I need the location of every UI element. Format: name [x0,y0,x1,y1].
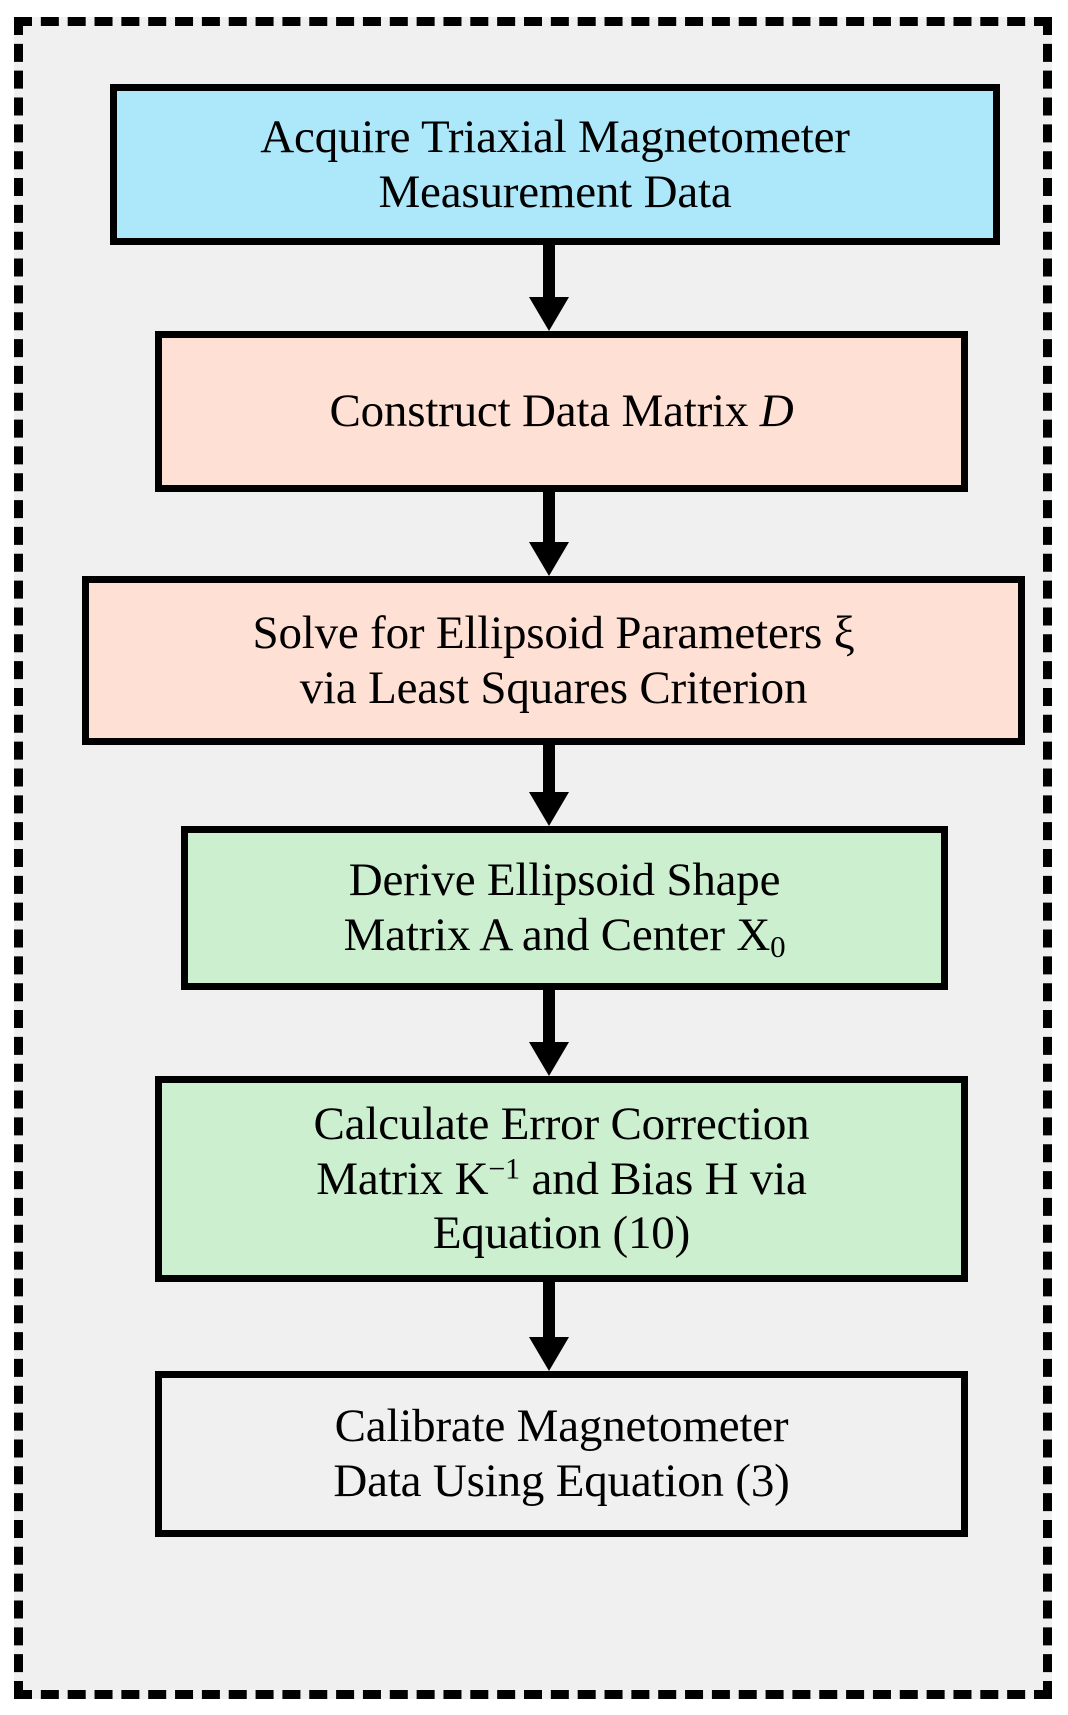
flow-node-calculate-correction-matrix[interactable]: Calculate Error Correction Matrix K−1 an… [155,1076,968,1282]
derive-line-1: Derive Ellipsoid Shape [348,854,781,907]
edge-acquire-to-construct [529,245,569,331]
construct-text: Construct Data Matrix [329,385,760,437]
flow-node-acquire-label: Acquire Triaxial Magnetometer Measuremen… [117,110,993,220]
flow-node-calibrate-label: Calibrate Magnetometer Data Using Equati… [162,1399,961,1509]
arrow-shaft [543,990,555,1042]
calibrate-line-2: Data Using Equation (3) [333,1455,790,1507]
calculate-line-2-pre: Matrix K [316,1152,489,1205]
construct-matrix-symbol: D [759,385,794,437]
flow-node-derive-label: Derive Ellipsoid Shape Matrix A and Cent… [188,853,941,963]
flow-node-acquire-data[interactable]: Acquire Triaxial Magnetometer Measuremen… [110,84,1000,245]
solve-xi-symbol: ξ [833,606,855,659]
arrow-shaft [543,492,555,542]
arrow-head-down-icon [529,792,569,826]
acquire-line-2: Measurement Data [378,165,732,218]
calibrate-line-1: Calibrate Magnetometer [334,1400,789,1453]
calculate-inverse-superscript: −1 [488,1150,520,1185]
flow-node-construct-matrix[interactable]: Construct Data Matrix D [155,331,968,492]
flow-node-solve-label: Solve for Ellipsoid Parameters ξ via Lea… [89,606,1018,716]
calculate-line-1: Calculate Error Correction [313,1097,810,1150]
arrow-head-down-icon [529,1337,569,1371]
acquire-line-1: Acquire Triaxial Magnetometer [260,110,850,163]
derive-center-subscript: 0 [770,928,786,964]
arrow-shaft [543,1282,555,1337]
flow-node-solve-ellipsoid-parameters[interactable]: Solve for Ellipsoid Parameters ξ via Lea… [82,576,1025,745]
flow-node-calculate-label: Calculate Error Correction Matrix K−1 an… [162,1097,961,1262]
arrow-head-down-icon [529,1042,569,1076]
arrow-head-down-icon [529,297,569,331]
edge-solve-to-derive [529,745,569,826]
flow-node-construct-label: Construct Data Matrix D [162,384,961,439]
edge-calculate-to-calibrate [529,1282,569,1371]
calculate-line-3: Equation (10) [432,1207,691,1260]
solve-line-1-text: Solve for Ellipsoid Parameters [252,606,834,659]
derive-line-2-text: Matrix A and Center X [343,909,771,961]
flow-node-derive-shape-matrix[interactable]: Derive Ellipsoid Shape Matrix A and Cent… [181,826,948,990]
edge-derive-to-calculate [529,990,569,1076]
calculate-line-2-post: and Bias H via [519,1152,807,1205]
solve-line-2: via Least Squares Criterion [299,661,808,714]
edge-construct-to-solve [529,492,569,576]
flow-node-calibrate-data[interactable]: Calibrate Magnetometer Data Using Equati… [155,1371,968,1537]
arrow-shaft [543,745,555,792]
arrow-shaft [543,245,555,297]
arrow-head-down-icon [529,542,569,576]
dashed-boundary-frame: Acquire Triaxial Magnetometer Measuremen… [14,17,1052,1699]
